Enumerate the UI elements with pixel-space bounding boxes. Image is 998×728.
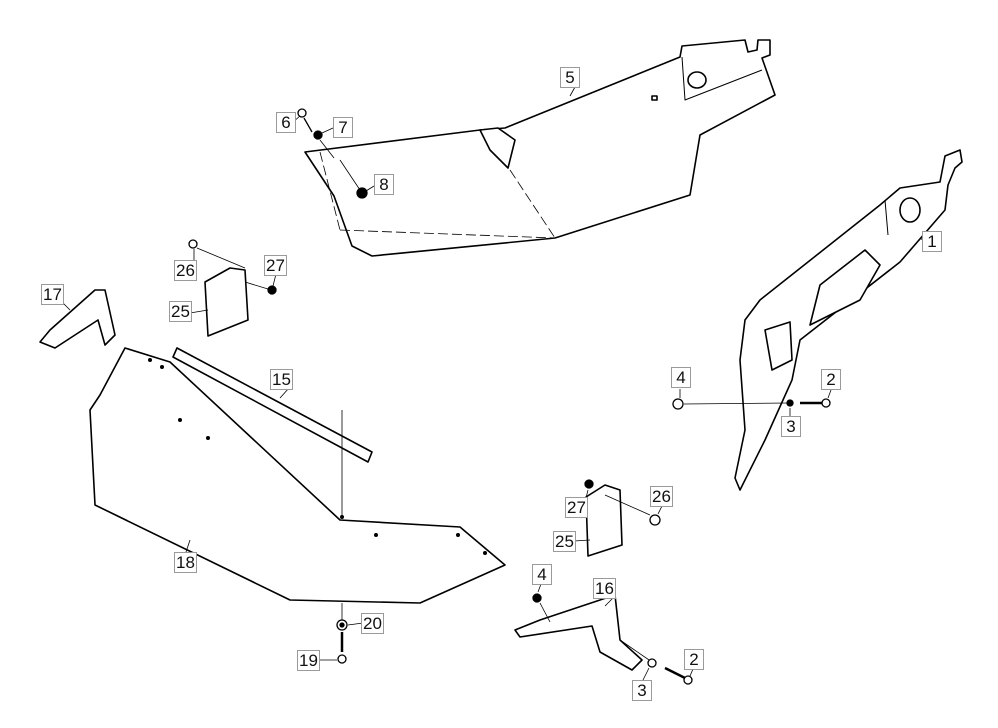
- callout-27: 27: [264, 255, 287, 276]
- part-18-plate: [89, 347, 506, 604]
- callout-7: 7: [333, 117, 353, 138]
- part-1-right-shield: [734, 149, 963, 491]
- callout-19: 19: [297, 650, 320, 671]
- callout-2: 2: [821, 369, 841, 390]
- part-25-plate-left: [204, 267, 249, 337]
- callout-27: 27: [565, 497, 588, 518]
- callout-26: 26: [650, 486, 673, 507]
- callout-3: 3: [632, 680, 652, 701]
- callout-5: 5: [560, 67, 580, 88]
- part-17-bracket: [39, 289, 116, 349]
- callout-18: 18: [174, 552, 197, 573]
- callout-3: 3: [781, 416, 801, 437]
- callout-4: 4: [671, 367, 691, 388]
- callout-2: 2: [684, 649, 704, 670]
- fasteners: [188, 108, 831, 685]
- callout-25: 25: [169, 301, 192, 322]
- part-15-strip: [172, 347, 373, 463]
- callout-20: 20: [361, 613, 384, 634]
- part-25-plate-right: [585, 484, 623, 557]
- callout-1: 1: [922, 231, 942, 252]
- callout-6: 6: [276, 112, 296, 133]
- callout-17: 17: [41, 284, 64, 305]
- callout-25: 25: [553, 531, 576, 552]
- callout-4: 4: [532, 564, 552, 585]
- callout-16: 16: [593, 578, 616, 599]
- part-5-upper-shield: [304, 39, 776, 257]
- callout-15: 15: [270, 369, 293, 390]
- callout-leaders: [62, 86, 931, 681]
- part-16-bracket: [514, 594, 643, 671]
- callout-26: 26: [174, 260, 197, 281]
- callout-8: 8: [374, 174, 394, 195]
